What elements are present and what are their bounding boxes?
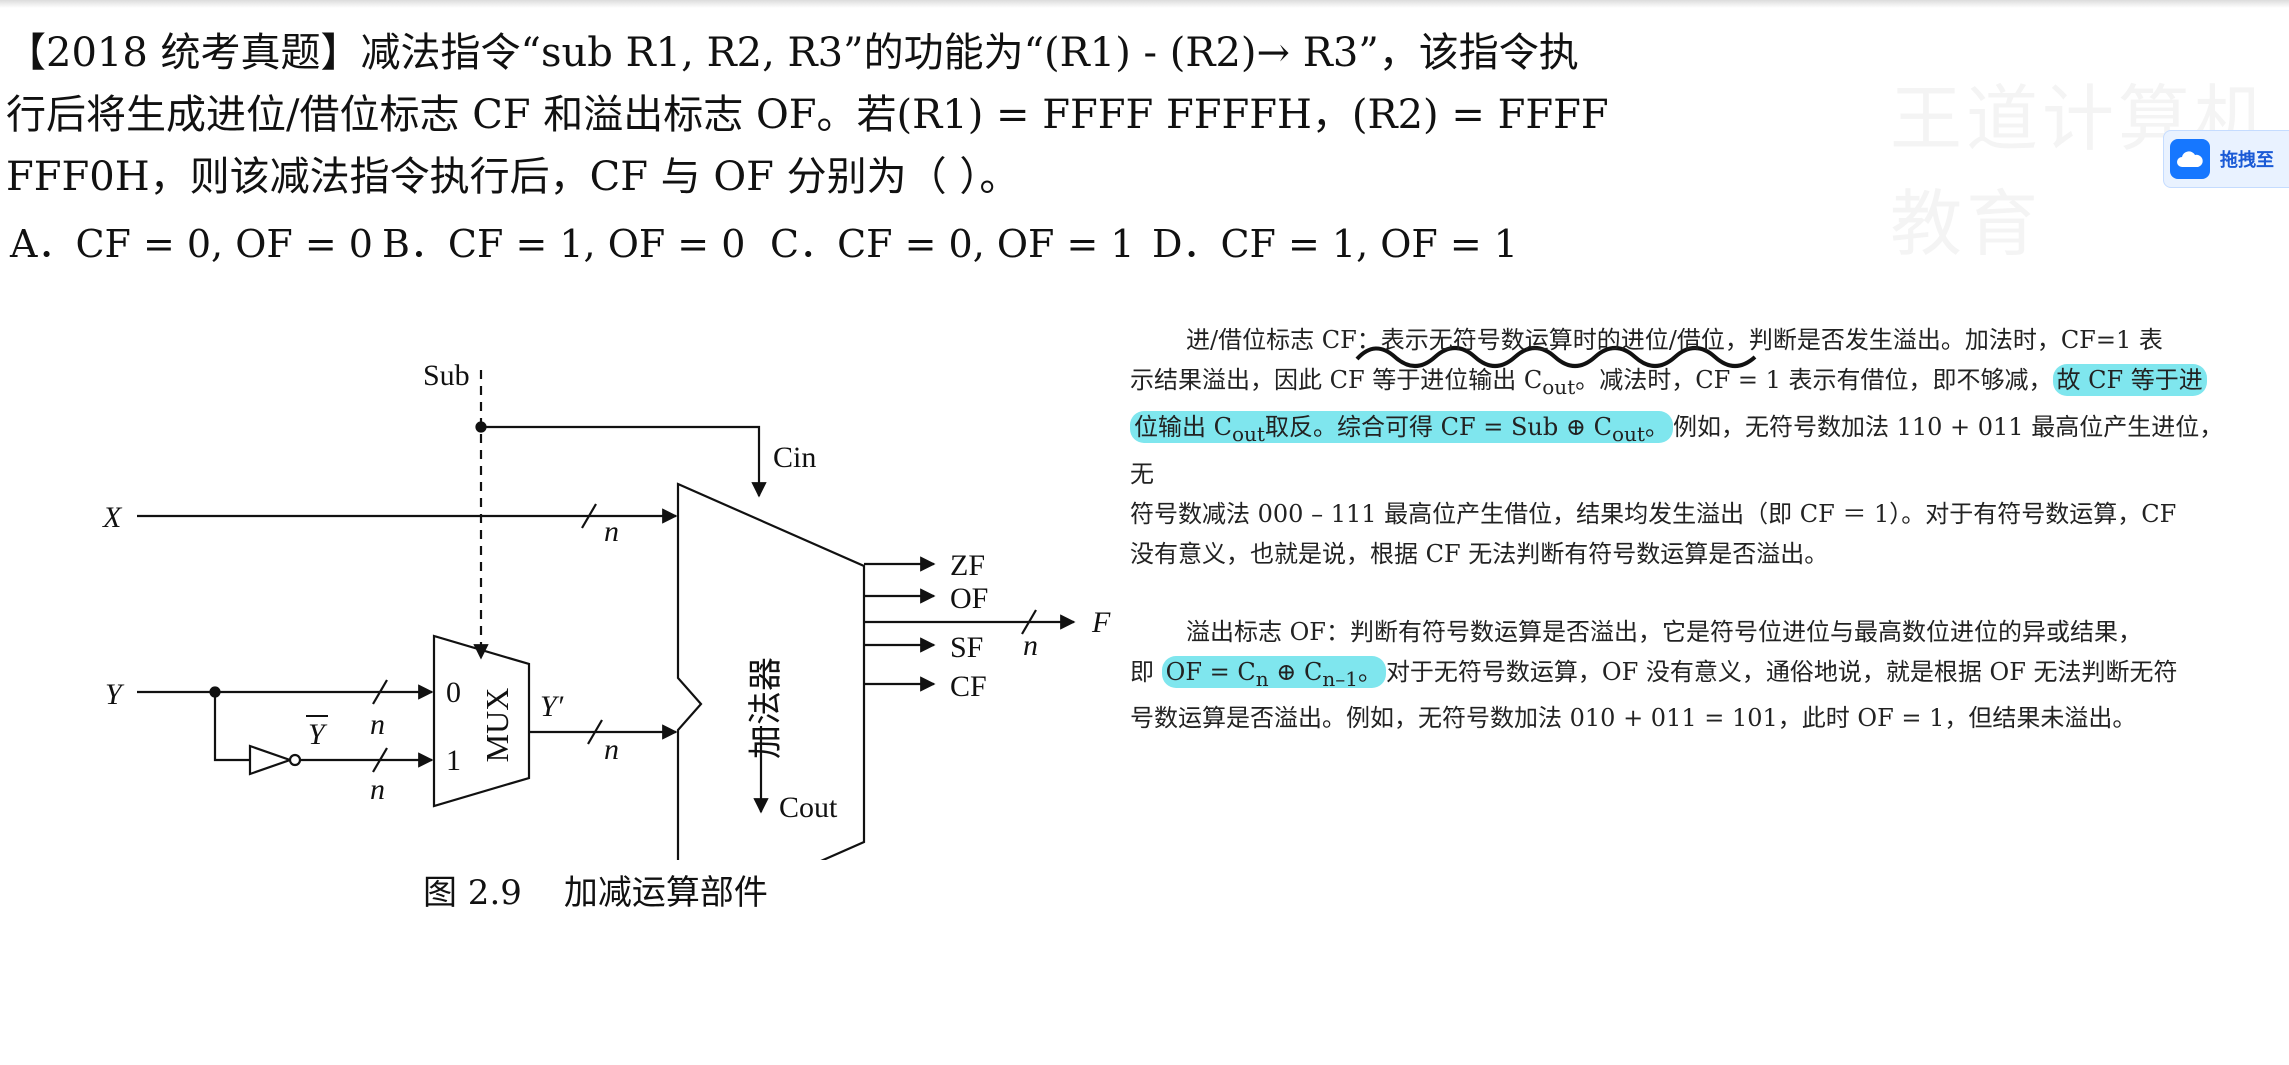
question-line-2: 行后将生成进位/借位标志 CF 和溢出标志 OF。若(R1) = FFFF FF… <box>6 92 1609 138</box>
cf-hl2-a: 位输出 C <box>1134 412 1232 441</box>
cf-hl2-b: 取反。综合可得 CF = Sub ⊕ C <box>1264 412 1612 441</box>
question-line-3: FFF0H，则该减法指令执行后，CF 与 OF 分别为（ ）。 <box>6 154 1020 200</box>
y0-bus-slash <box>372 679 388 705</box>
y-to-inverter-line <box>213 692 250 762</box>
of-sub-n: n <box>1255 666 1269 691</box>
option-c: C．CF = 0, OF = 1 <box>770 222 1135 266</box>
cf-hl2-c: 。 <box>1644 412 1669 441</box>
cf-line-4: 符号数减法 000 – 111 最高位产生借位，结果均发生溢出（即 CF ＝ 1… <box>1130 499 2177 528</box>
of-paragraph: 溢出标志 OF：判断有符号数运算是否溢出，它是符号位进位与最高数位进位的异或结果… <box>1130 612 2230 739</box>
question-text: 【2018 统考真题】减法指令“sub R1, R2, R3”的功能为“(R1)… <box>6 22 1609 208</box>
option-a: A．CF = 0, OF = 0 <box>10 222 373 266</box>
n-yprime-label: n <box>604 733 619 766</box>
f-bus-slash <box>1021 609 1037 635</box>
cf-highlight-2: 位输出 Cout取反。综合可得 CF = Sub ⊕ Cout。 <box>1130 410 1673 446</box>
cf-sub-out-1: out <box>1542 374 1576 399</box>
adder-block <box>676 482 866 860</box>
y-label: Y <box>105 678 125 711</box>
drag-to-button[interactable]: 拖拽至 <box>2163 130 2289 188</box>
of-label: OF <box>950 582 988 615</box>
of-line-1: 判断有符号数运算是否溢出，它是符号位进位与最高数位进位的异或结果， <box>1349 617 2142 646</box>
add-sub-unit-diagram: Sub Cin X n Y n Y n 0 1 MUX Y′ n 加法器 ZF … <box>102 359 1111 860</box>
cin-line <box>481 425 767 498</box>
watermark: 王道计算机教育 <box>1890 77 2271 266</box>
cf-title: 进/借位标志 CF： <box>1186 326 1381 354</box>
inverter-gate <box>248 744 294 776</box>
drag-to-label: 拖拽至 <box>2220 150 2274 171</box>
of-sub-n1: n–1 <box>1322 666 1358 691</box>
of-line-2a: 即 <box>1130 657 1162 686</box>
adder-label: 加法器 <box>746 657 786 759</box>
sf-label: SF <box>950 631 983 664</box>
zf-label: ZF <box>950 549 985 582</box>
ybar-label: Y <box>308 718 328 751</box>
n-y0-label: n <box>370 708 385 741</box>
of-line-2b: 对于无符号数运算，OF 没有意义，通俗地说，就是根据 OF 无法判断无符 <box>1385 657 2178 686</box>
figure-title: 加减运算部件 <box>563 873 768 913</box>
yprime-bus-slash <box>587 719 603 745</box>
option-b: B．CF = 1, OF = 0 <box>382 222 746 266</box>
sub-label: Sub <box>423 359 470 392</box>
n-y1-label: n <box>370 773 385 806</box>
cf-line-2b: 。减法时，CF = 1 表示有借位，即不够减， <box>1575 366 2053 394</box>
f-label: F <box>1091 606 1111 639</box>
cf-line-2a: 示结果溢出，因此 CF 等于进位输出 C <box>1130 366 1543 394</box>
x-label: X <box>102 501 123 534</box>
of-highlight: OF = Cn ⊕ Cn–1。 <box>1161 655 1386 691</box>
n-x-label: n <box>604 515 619 548</box>
of-hl-a: OF = C <box>1165 657 1256 686</box>
y1-bus-slash <box>372 747 388 773</box>
cloud-icon <box>2170 139 2210 179</box>
question-line-1: 【2018 统考真题】减法指令“sub R1, R2, R3”的功能为“(R1)… <box>6 30 1579 76</box>
yprime-label: Y′ <box>540 690 564 723</box>
cout-label: Cout <box>779 791 838 824</box>
window-top-edge <box>0 0 2289 8</box>
cf-line-1: 表示无符号数运算时的进位/借位，判断是否发生溢出。加法时，CF=1 表 <box>1380 326 2163 354</box>
x-bus-slash <box>581 503 597 529</box>
cf-paragraph: 进/借位标志 CF：表示无符号数运算时的进位/借位，判断是否发生溢出。加法时，C… <box>1130 320 2230 574</box>
cf-line-5: 没有意义，也就是说，根据 CF 无法判断有符号数运算是否溢出。 <box>1130 539 1829 568</box>
mux-input-1-label: 1 <box>446 744 461 777</box>
mux-label: MUX <box>479 688 515 763</box>
n-f-label: n <box>1023 629 1038 662</box>
mux-block <box>432 634 531 808</box>
handwritten-squiggle-annotation <box>1355 346 1757 368</box>
cf-line-3: 例如，无符号数加法 110 + 011 最高位产生进位，无 <box>1130 412 2224 488</box>
figure-number: 图 2.9 <box>423 873 522 913</box>
of-title: 溢出标志 OF： <box>1186 617 1350 646</box>
cf-sub-out-2: out <box>1232 421 1265 446</box>
cf-highlight-1: 故 CF 等于进 <box>2052 364 2207 396</box>
cf-label: CF <box>950 670 987 703</box>
mux-input-0-label: 0 <box>446 676 461 709</box>
of-hl-b: ⊕ C <box>1268 657 1323 686</box>
cin-label: Cin <box>773 441 816 474</box>
figure-caption: 图 2.9 加减运算部件 <box>423 865 768 914</box>
of-hl-c: 。 <box>1357 657 1382 686</box>
cf-sub-out-3: out <box>1611 421 1645 446</box>
inverter-bubble <box>288 753 302 767</box>
explanation-panel: 进/借位标志 CF：表示无符号数运算时的进位/借位，判断是否发生溢出。加法时，C… <box>1130 320 2230 738</box>
of-line-3: 号数运算是否溢出。例如，无符号数加法 010 + 011 = 101，此时 OF… <box>1130 704 2137 733</box>
option-d: D．CF = 1, OF = 1 <box>1152 222 1518 266</box>
